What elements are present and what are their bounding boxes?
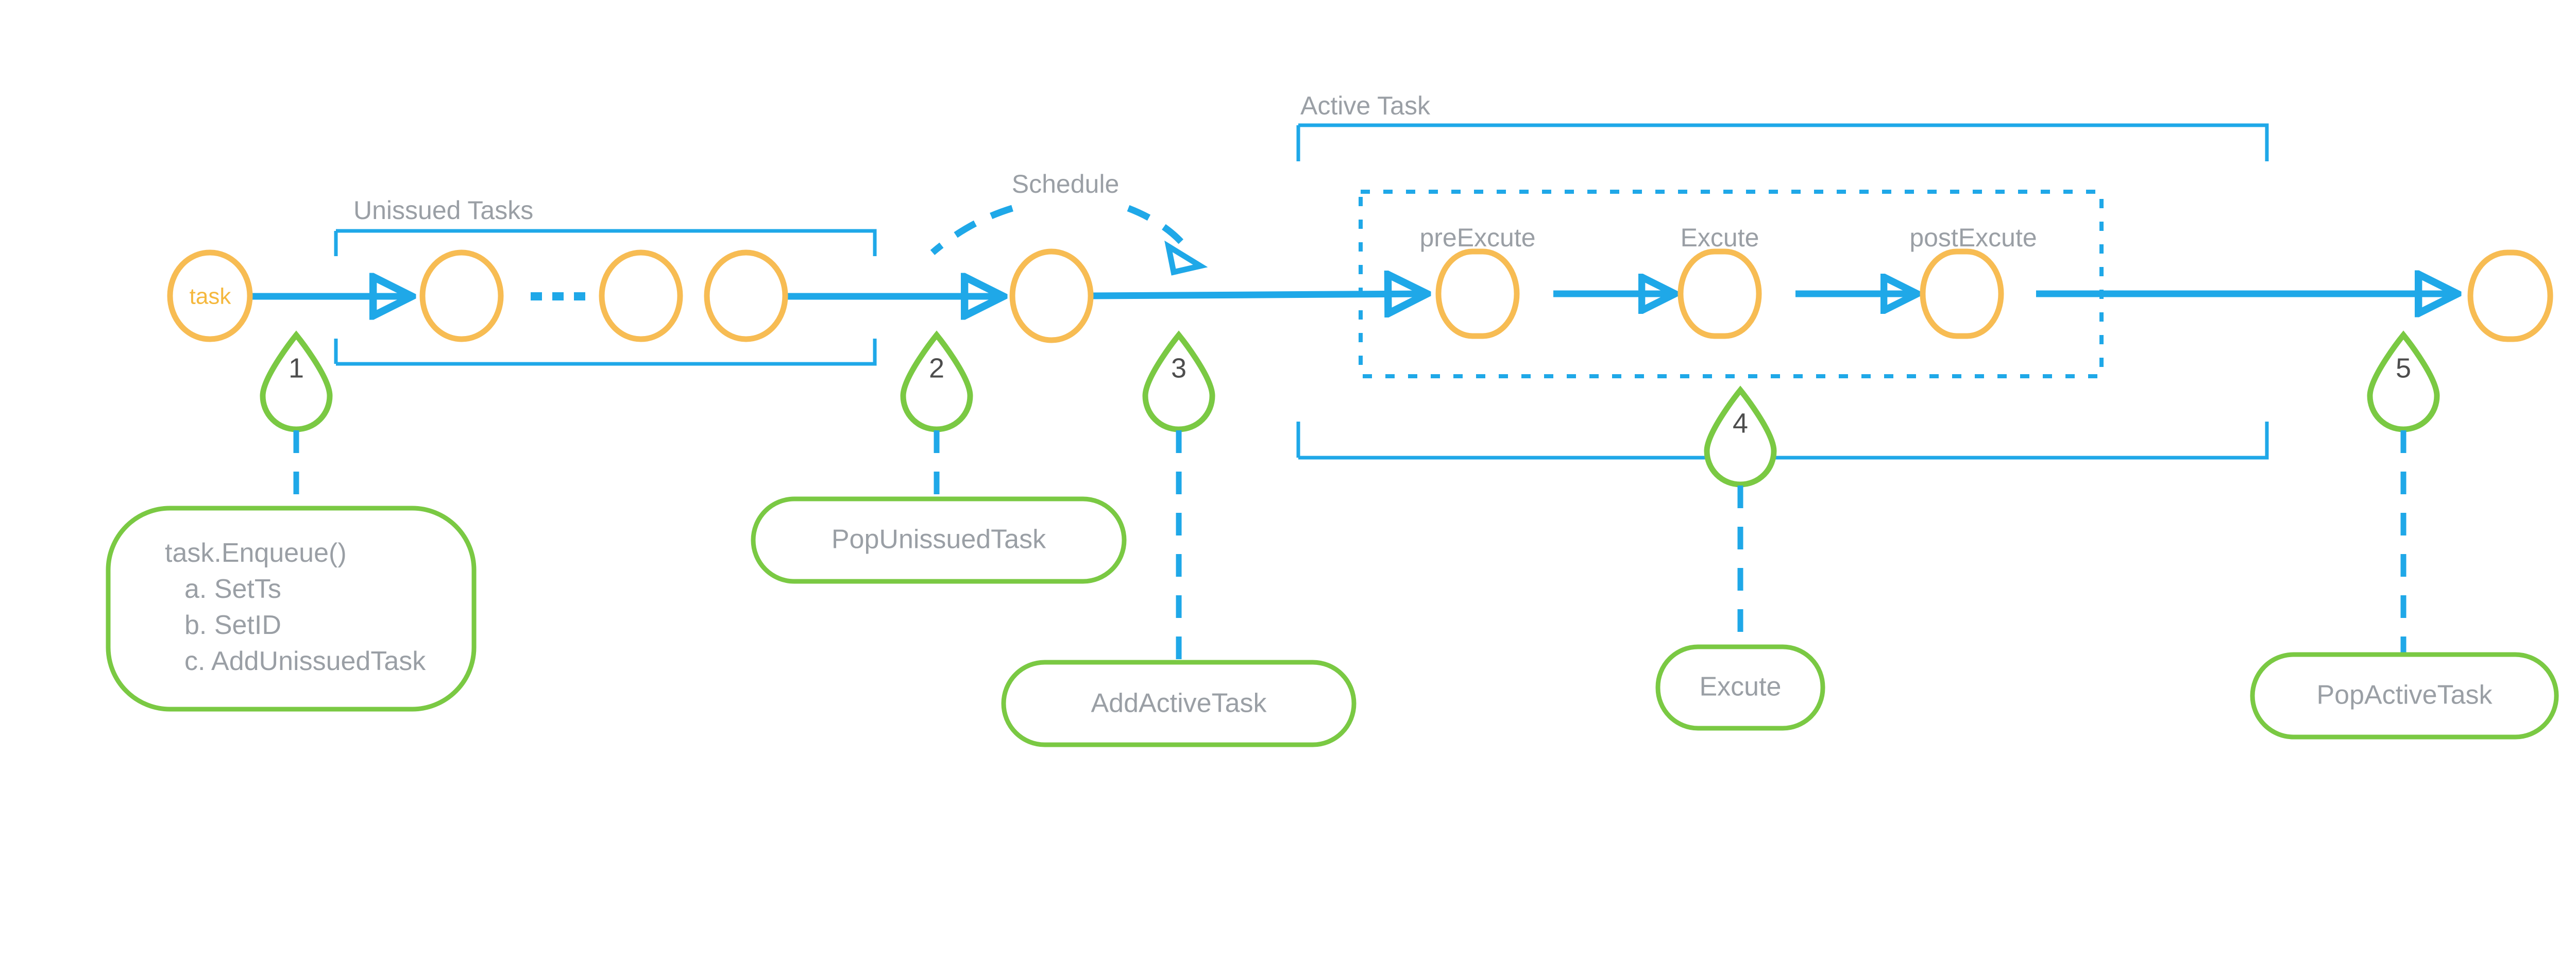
schedule-transition: Schedule <box>930 170 1208 276</box>
callout-excute-label: Excute <box>1700 672 1782 702</box>
schedule-label: Schedule <box>1012 170 1120 198</box>
callout-enqueue-line-1: a. SetTs <box>184 574 281 604</box>
node-unissued-n2[interactable] <box>704 249 788 342</box>
node-stage-post-excute[interactable] <box>1920 248 2004 339</box>
marker-group-4: 4 Excute <box>1655 386 1825 731</box>
marker-group-2: 2 PopUnissuedTask <box>751 330 1127 584</box>
stage-labels: preExcute Excute postExcute <box>1419 223 2037 252</box>
node-stage-pre-excute[interactable] <box>1435 248 1520 339</box>
group-label-active-task: Active Task <box>1300 91 1431 120</box>
marker-number-5: 5 <box>2396 353 2411 383</box>
stage-label-post-excute: postExcute <box>1909 223 2037 252</box>
marker-number-2: 2 <box>929 353 944 383</box>
marker-number-4: 4 <box>1733 408 1748 439</box>
node-scheduled[interactable] <box>1009 248 1094 343</box>
stage-label-pre-excute: preExcute <box>1419 223 1535 252</box>
pipeline-dotted-boundary <box>1359 190 2104 378</box>
active-bracket-top <box>1298 123 2269 161</box>
marker-number-1: 1 <box>289 353 304 383</box>
marker-teardrop-3[interactable] <box>1142 330 1215 432</box>
unissued-bracket-bottom <box>336 339 877 366</box>
node-unissued-1[interactable] <box>419 249 504 342</box>
marker-teardrop-4[interactable] <box>1704 386 1777 488</box>
pipeline-nodes: task <box>167 248 2553 343</box>
group-bracket-unissued-tasks: Unissued Tasks <box>334 196 877 366</box>
stage-label-excute: Excute <box>1681 223 1759 252</box>
marker-teardrop-1[interactable] <box>260 330 333 432</box>
group-label-unissued-tasks: Unissued Tasks <box>353 196 533 225</box>
schedule-arrowhead-icon <box>1164 240 1208 276</box>
callout-pop-active-label: PopActiveTask <box>2316 680 2493 710</box>
marker-group-3: 3 AddActiveTask <box>1001 330 1357 747</box>
marker-teardrop-5[interactable] <box>2367 330 2440 432</box>
callout-add-active-label: AddActiveTask <box>1091 689 1267 718</box>
callout-enqueue-line-2: b. SetID <box>184 610 281 640</box>
node-stage-excute[interactable] <box>1677 248 1762 339</box>
node-unissued-n1[interactable] <box>599 249 683 342</box>
callout-enqueue-line-3: c. AddUnissuedTask <box>184 646 426 676</box>
flow-connectors <box>247 294 2458 296</box>
active-bracket-bottom <box>1298 422 2269 460</box>
callout-box-enqueue[interactable] <box>106 506 477 712</box>
group-bracket-active-task: Active Task <box>1296 91 2269 460</box>
node-task-source[interactable] <box>167 249 253 342</box>
marker-group-5: 5 PopActiveTask <box>2250 330 2559 740</box>
marker-group-1: 1 task.Enqueue() a. SetTs b. SetID c. Ad… <box>106 330 477 712</box>
schedule-arc-right <box>1127 205 1193 255</box>
callout-box-pop-unissued[interactable] <box>751 496 1127 584</box>
node-task-source-label: task <box>190 284 232 309</box>
queue-ellipsis-dots <box>531 292 585 300</box>
unissued-bracket-top <box>336 229 877 256</box>
callout-box-add-active[interactable] <box>1001 660 1357 747</box>
callout-pop-unissued-label: PopUnissuedTask <box>832 525 1046 555</box>
callout-box-pop-active[interactable] <box>2250 652 2559 740</box>
callout-box-excute[interactable] <box>1655 644 1825 731</box>
callout-enqueue-line-0: task.Enqueue() <box>165 538 347 568</box>
flow-arrow-scheduled-to-pre <box>1092 294 1427 296</box>
node-done[interactable] <box>2467 249 2553 342</box>
schedule-arc-left <box>930 205 1013 255</box>
marker-number-3: 3 <box>1171 353 1187 383</box>
marker-teardrop-2[interactable] <box>900 330 973 432</box>
